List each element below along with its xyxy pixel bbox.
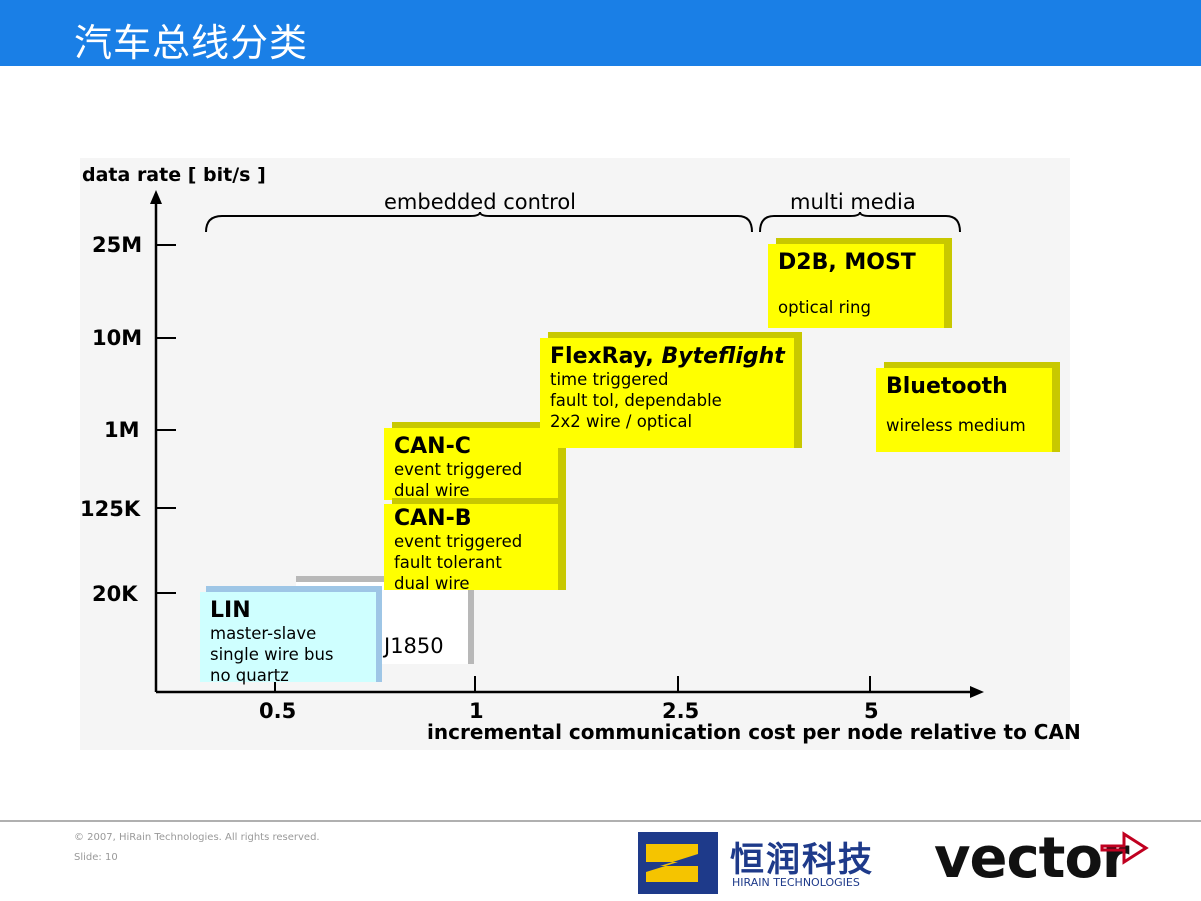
box-lin-line: single wire bus [210,645,334,664]
box-lin-title: LIN [210,598,251,623]
x-tick-label: 5 [864,699,879,723]
hirain-name-cn: 恒润科技 [730,840,874,880]
box-bluetooth: Bluetooth wireless medium [876,368,1052,452]
brace-embedded-control [205,211,753,233]
box-j1850-title: J1850 [384,634,444,658]
group-label-embedded-control: embedded control [384,190,577,214]
x-tick-label: 0.5 [259,699,297,723]
box-d2b-most: D2B, MOST optical ring [768,244,944,328]
vector-arrow-icon [1100,831,1149,865]
hirain-logo-icon [638,832,718,894]
box-lin-line: master-slave [210,624,317,643]
box-can-c: CAN-C event triggered dual wire [384,428,558,500]
box-bluetooth-title: Bluetooth [886,374,1008,399]
box-bluetooth-line: wireless medium [886,416,1026,435]
vector-logo-text: vector [934,826,1130,891]
box-flexray: FlexRay, Byteflight time triggered fault… [540,338,794,448]
slide-title: 汽车总线分类 [74,21,309,65]
box-flexray-line: 2x2 wire / optical [550,412,693,431]
box-can-b-line: fault tolerant [394,553,502,572]
box-can-b: CAN-B event triggered fault tolerant dua… [384,504,558,593]
group-label-multi-media: multi media [790,190,916,214]
y-axis-arrow [150,190,162,204]
y-tick-label: 20K [92,582,138,606]
box-flexray-title: FlexRay, Byteflight [550,344,785,369]
y-axis-label: data rate [ bit/s ] [82,164,266,186]
x-tick-label: 1 [469,699,484,723]
box-d2b-line: optical ring [778,298,871,317]
box-lin: LIN master-slave single wire bus no quar… [200,592,376,685]
x-axis-label: incremental communication cost per node … [427,720,1081,744]
footer-divider [0,820,1201,822]
box-flexray-line: fault tol, dependable [550,391,722,410]
x-axis-arrow [970,686,984,698]
box-can-b-line: event triggered [394,532,523,551]
box-can-c-line: event triggered [394,460,523,479]
box-flexray-title-italic: Byteflight [661,344,785,369]
box-lin-line: no quartz [210,666,289,685]
brace-multi-media [759,211,961,233]
y-tick-label: 25M [92,233,143,257]
title-bar: 汽车总线分类 [0,0,1201,66]
footer-slide-number: Slide: 10 [74,852,118,863]
x-tick-label: 2.5 [662,699,700,723]
y-tick-label: 125K [80,497,141,521]
y-tick-label: 1M [104,418,140,442]
box-can-c-title: CAN-C [394,434,471,459]
footer-copyright: © 2007, HiRain Technologies. All rights … [74,832,320,843]
box-flexray-line: time triggered [550,370,669,389]
box-can-b-line: dual wire [394,574,470,593]
box-d2b-title: D2B, MOST [778,250,916,275]
hirain-name-en: HIRAIN TECHNOLOGIES [732,876,860,889]
y-tick-label: 10M [92,326,143,350]
box-can-b-title: CAN-B [394,506,472,531]
box-can-c-line: dual wire [394,481,470,500]
